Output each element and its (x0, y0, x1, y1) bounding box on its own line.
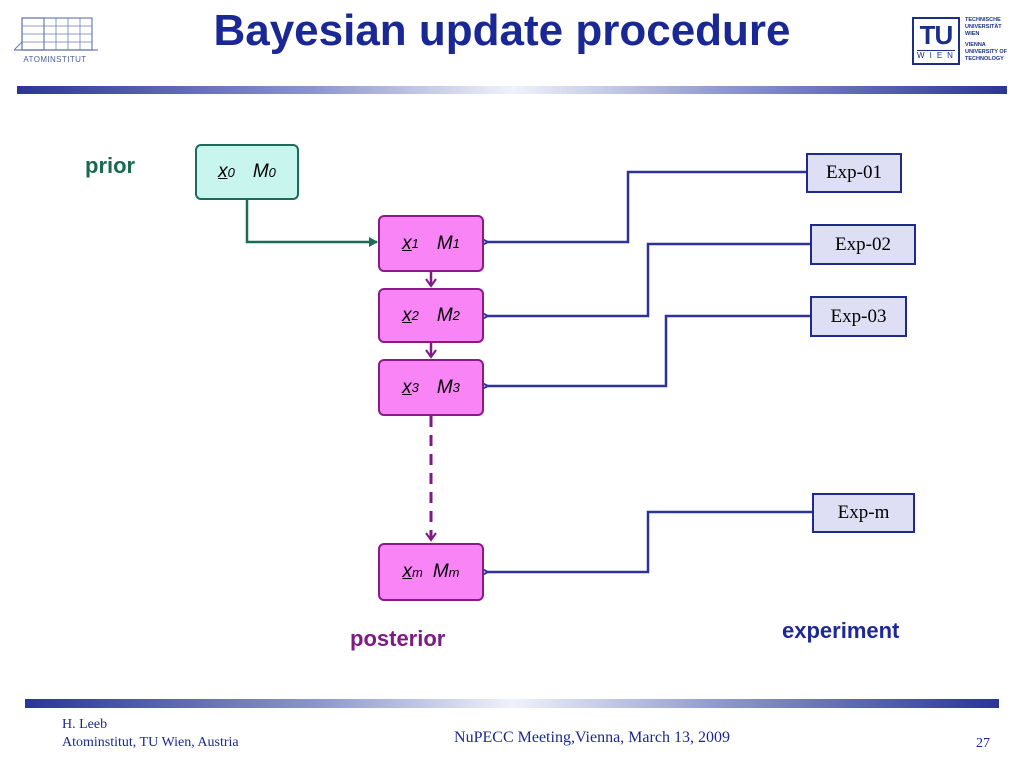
node-m-symbol: M (436, 304, 453, 326)
prior-to-x1-arrow (245, 200, 378, 247)
expm-to-xm-arrow (488, 510, 812, 572)
experiment-box-3: Exp-03 (810, 296, 907, 337)
node-m-symbol: M (436, 232, 453, 254)
tu-name-english: Vienna University of Technology (965, 42, 1008, 62)
tu-name-german: Technische Universität Wien (965, 17, 1002, 37)
exp01-to-x1-arrow (488, 170, 806, 242)
experiment-box-2: Exp-02 (810, 224, 916, 265)
header-divider (17, 86, 1007, 94)
tu-mark: TU WIEN (912, 17, 960, 65)
node-m-symbol: M (432, 561, 449, 582)
footer-author: H. Leeb (62, 717, 108, 732)
exp03-to-x3-arrow (488, 314, 810, 386)
node-m-symbol: M (436, 376, 453, 398)
page-number: 27 (976, 736, 990, 751)
tu-mark-sub: WIEN (917, 51, 958, 60)
node-x-symbol: x (402, 561, 412, 582)
experiment-box-m: Exp-m (812, 493, 915, 533)
node-x-symbol: x (402, 232, 412, 254)
posterior-label: posterior (350, 626, 446, 651)
experiment-label: experiment (782, 618, 900, 643)
footer-affiliation: Atominstitut, TU Wien, Austria (62, 735, 239, 750)
atominstitut-logo-text: ATOMINSTITUT (23, 55, 87, 64)
node-x-symbol: x (218, 161, 228, 182)
exp02-to-x2-arrow (488, 242, 810, 316)
tu-wien-logo: TU WIEN Technische Universität Wien Vien… (912, 17, 1017, 67)
experiment-box-1: Exp-01 (806, 153, 902, 193)
node-x-symbol: x (402, 376, 412, 398)
building-icon (13, 17, 98, 51)
footer-event: NuPECC Meeting,Vienna, March 13, 2009 (454, 729, 730, 746)
footer-author-block: H. Leeb Atominstitut, TU Wien, Austria (62, 716, 239, 752)
footer-divider (25, 699, 999, 708)
node-x-symbol: x (402, 304, 412, 326)
node-m-symbol: M (252, 161, 269, 182)
tu-mark-text: TU (919, 20, 954, 50)
atominstitut-logo: ATOMINSTITUT (10, 12, 100, 68)
prior-label: prior (85, 153, 136, 178)
slide-title: Bayesian update procedure (213, 6, 791, 55)
